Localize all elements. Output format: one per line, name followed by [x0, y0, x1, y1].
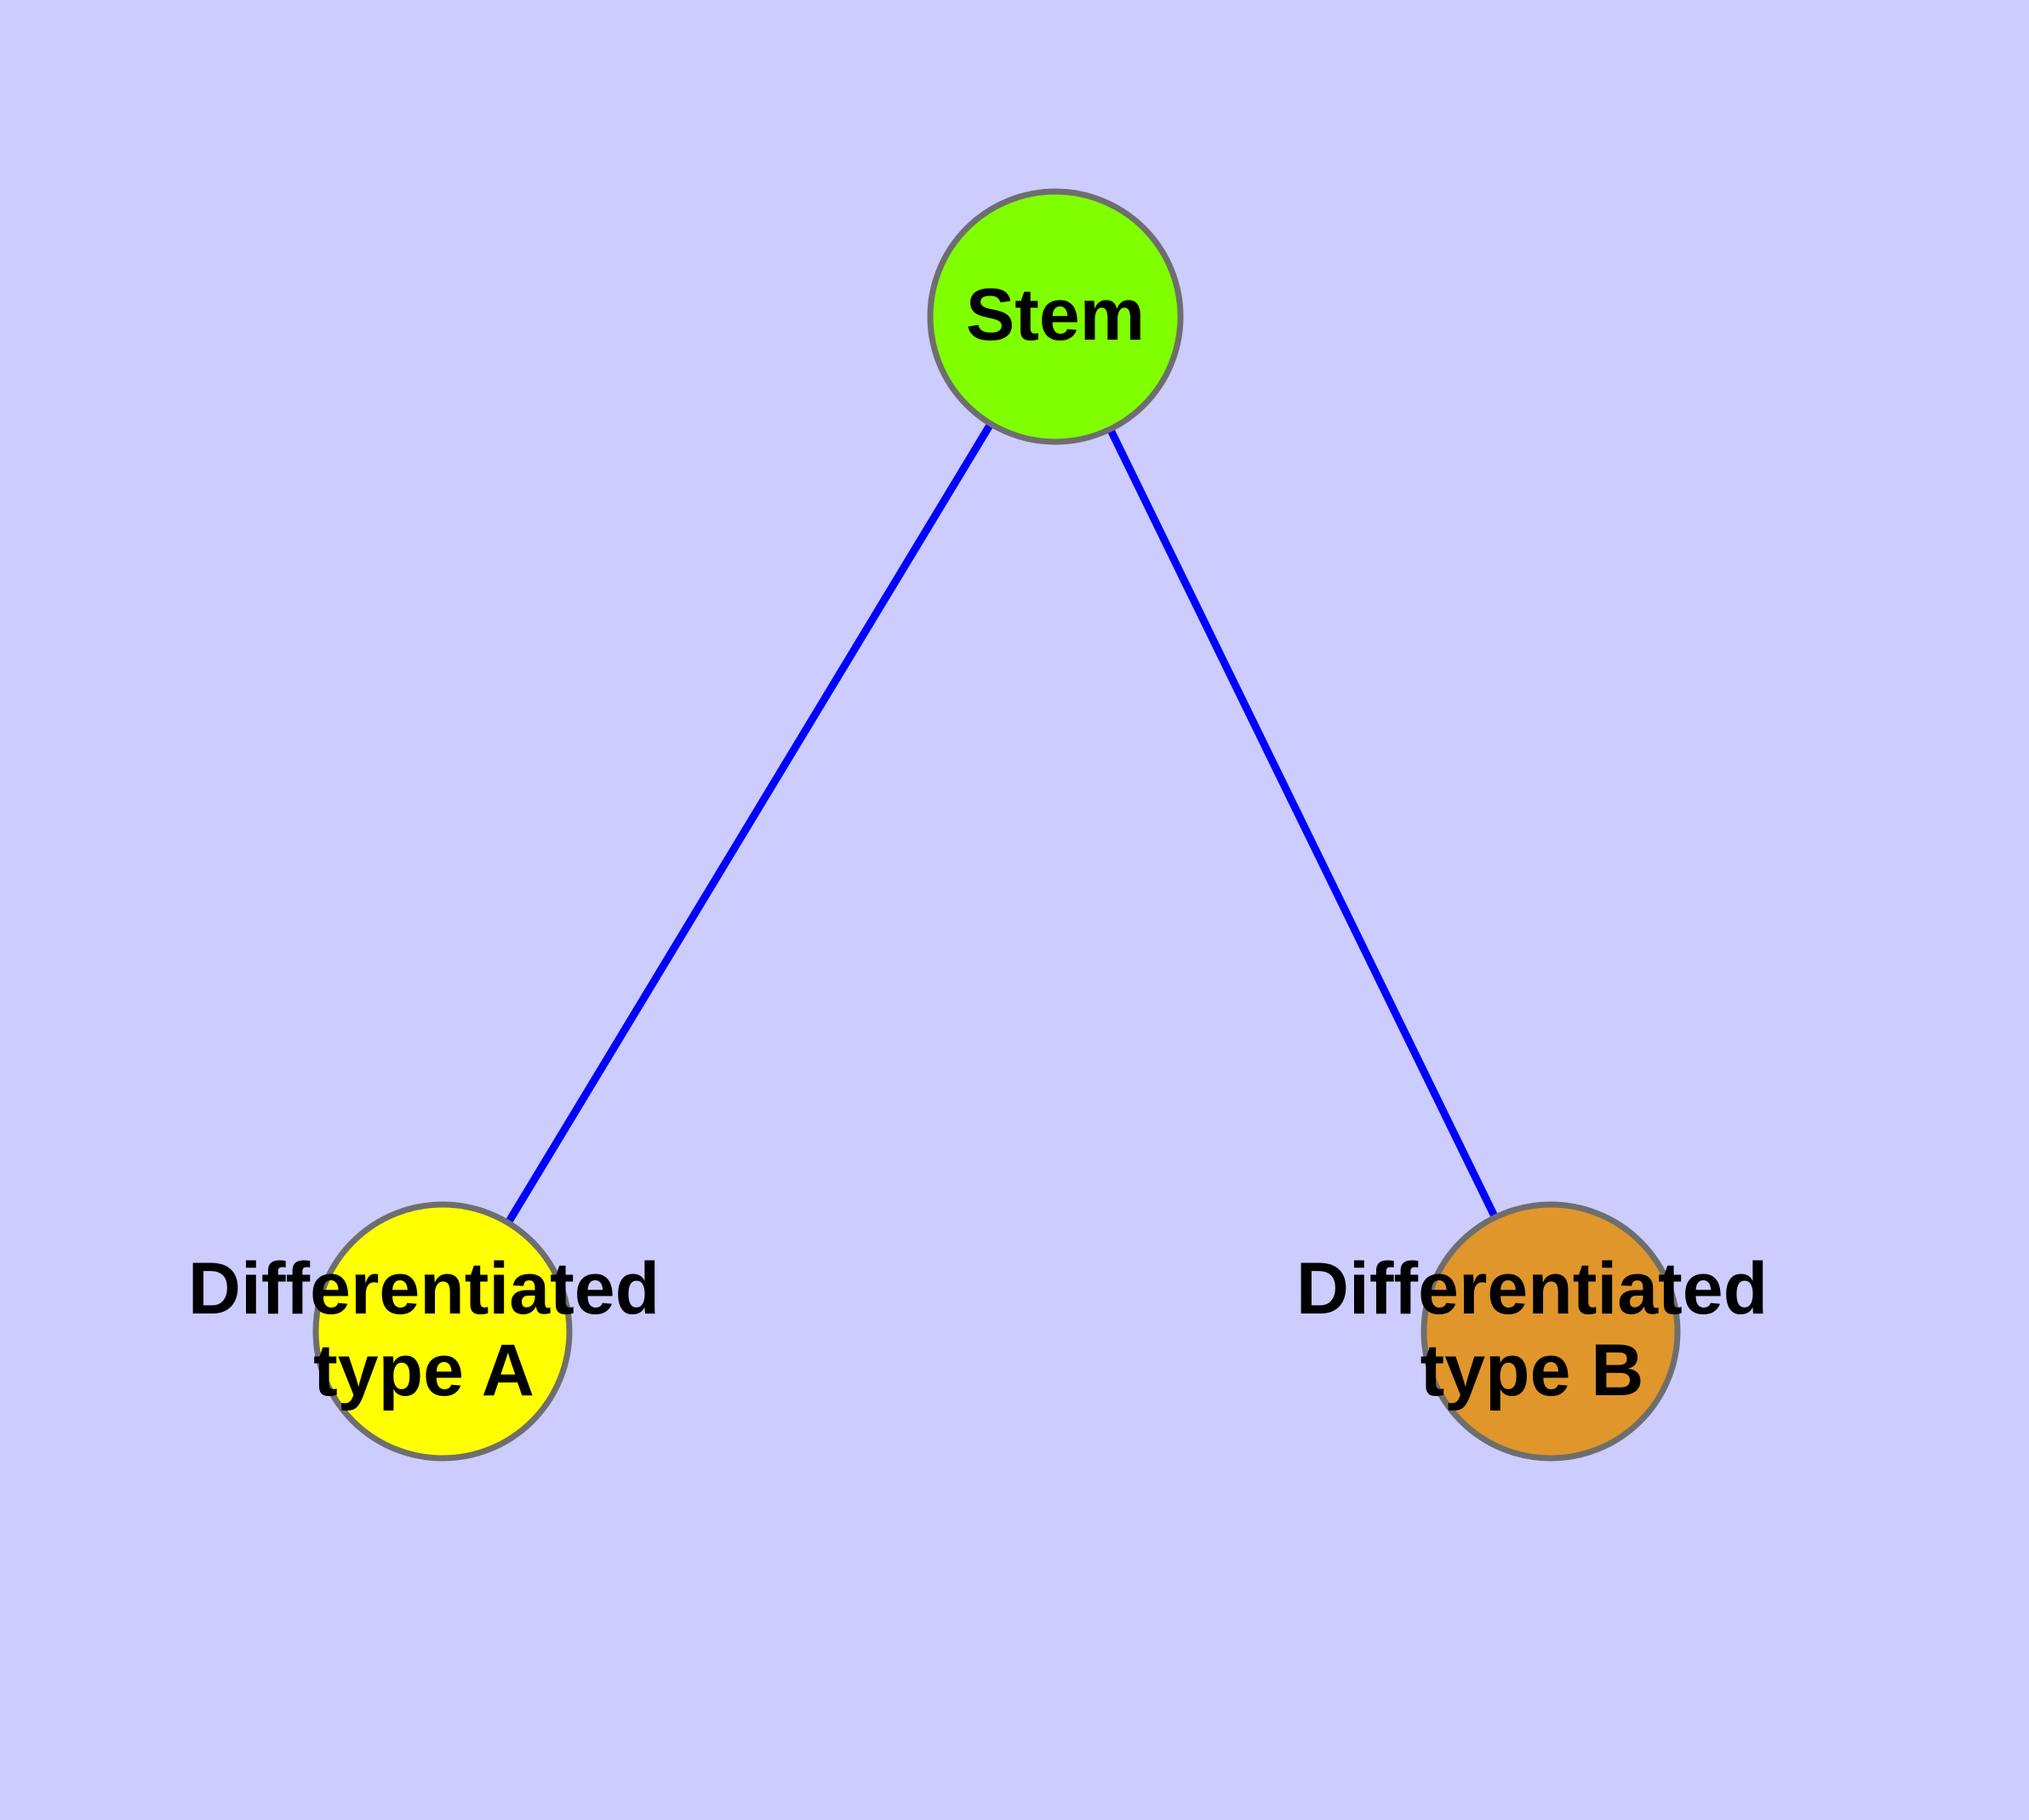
node-label-line: Differentiated: [1296, 1248, 1768, 1330]
node-label-stem: Stem: [966, 274, 1145, 356]
graph-node-stem[interactable]: [927, 188, 1184, 445]
graph-node-diff_b[interactable]: [1420, 1201, 1681, 1462]
graph-edge[interactable]: [1051, 315, 1555, 1333]
graph-node-diff_a[interactable]: [312, 1201, 573, 1462]
node-layer: [312, 188, 1681, 1462]
node-label-line: type A: [313, 1330, 534, 1411]
node-label-line: Stem: [966, 274, 1145, 356]
graph-edge[interactable]: [439, 314, 1059, 1334]
edge-layer: [439, 314, 1555, 1334]
node-label-line: type B: [1420, 1330, 1644, 1411]
node-label-line: Differentiated: [188, 1248, 660, 1330]
